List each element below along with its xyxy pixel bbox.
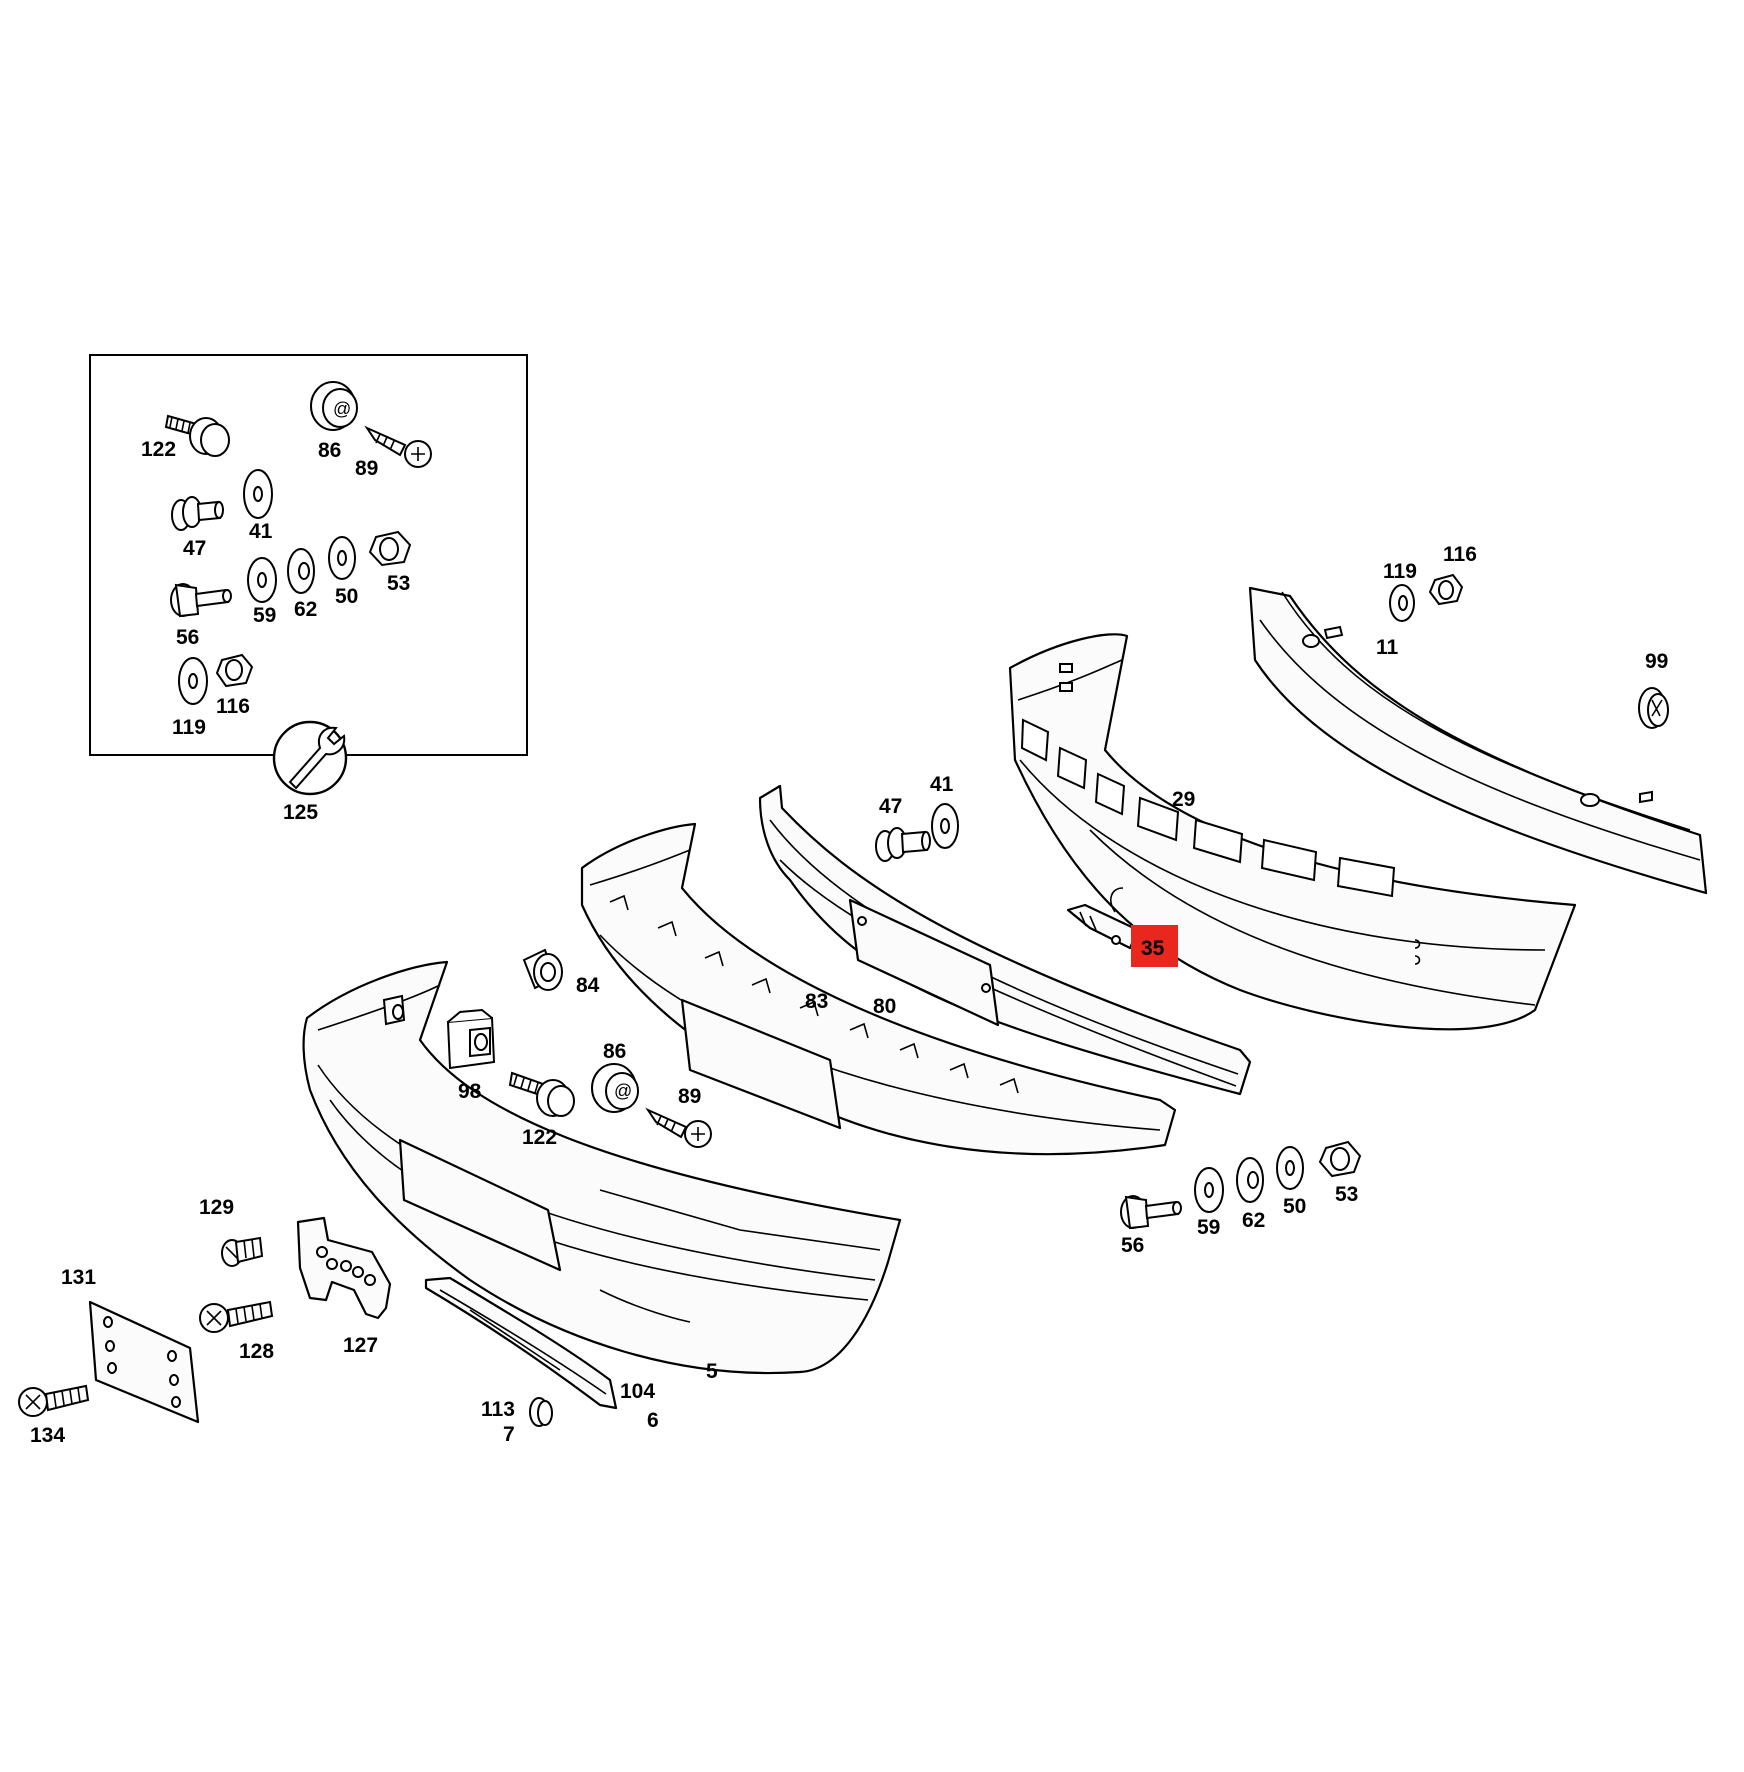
washer-50-inset-icon — [328, 536, 356, 580]
inset-label-56: 56 — [176, 626, 199, 649]
label-11: 11 — [1376, 636, 1399, 659]
label-35-highlighted[interactable]: 35 — [1141, 937, 1165, 960]
mounting-plate-127-icon — [296, 1216, 392, 1320]
bolt-122-icon — [508, 1071, 575, 1117]
label-47: 47 — [879, 795, 902, 818]
inset-label-47: 47 — [183, 537, 206, 560]
label-53: 53 — [1335, 1183, 1358, 1206]
label-89: 89 — [678, 1085, 701, 1108]
lock-washer-62-inset-icon — [287, 548, 315, 594]
trim-strip-104-icon — [424, 1276, 618, 1410]
label-98: 98 — [458, 1080, 482, 1103]
label-59: 59 — [1197, 1216, 1220, 1239]
clip-nut-86-inset-icon: @ — [310, 381, 358, 431]
svg-text:@: @ — [614, 1081, 632, 1101]
bolt-122-inset-icon — [164, 414, 230, 457]
label-62: 62 — [1242, 1209, 1265, 1232]
label-6: 6 — [647, 1409, 659, 1432]
label-7: 7 — [503, 1423, 515, 1446]
reinforcement-bar-80-icon — [758, 784, 1252, 1096]
label-116: 116 — [1443, 543, 1477, 566]
clip-113-icon — [529, 1397, 553, 1427]
inset-label-89: 89 — [355, 457, 378, 480]
plug-84-icon — [522, 948, 563, 991]
nut-53-icon — [1318, 1140, 1362, 1178]
plug-47-inset-icon — [171, 496, 224, 531]
label-104: 104 — [620, 1380, 655, 1403]
inset-label-53: 53 — [387, 572, 410, 595]
label-131: 131 — [61, 1266, 96, 1289]
inset-label-62: 62 — [294, 598, 317, 621]
clip-nut-86-icon: @ — [591, 1063, 639, 1113]
label-113: 113 — [481, 1398, 515, 1421]
bumper-bracket-11-icon — [1248, 586, 1708, 895]
nut-116-icon — [1428, 573, 1464, 606]
washer-59-icon — [1194, 1167, 1224, 1213]
inset-label-125: 125 — [283, 801, 318, 824]
label-41: 41 — [930, 773, 954, 796]
label-127: 127 — [343, 1334, 378, 1357]
washer-41-icon — [931, 803, 959, 849]
screw-129-icon — [221, 1236, 264, 1267]
inset-label-116: 116 — [216, 695, 250, 718]
lock-washer-62-icon — [1236, 1157, 1264, 1203]
washer-41-inset-icon — [243, 469, 273, 519]
label-80: 80 — [873, 995, 896, 1018]
bumper-5-icon — [302, 960, 902, 1375]
highlight-box-35 — [1131, 925, 1178, 967]
inset-label-119: 119 — [172, 716, 206, 739]
clip-98-icon — [446, 1008, 496, 1070]
label-56: 56 — [1121, 1234, 1144, 1257]
label-122: 122 — [522, 1126, 557, 1149]
label-84: 84 — [576, 974, 600, 997]
label-29: 29 — [1172, 788, 1195, 811]
bolt-56-icon — [1120, 1195, 1182, 1230]
license-plate-bracket-131-icon — [88, 1300, 200, 1424]
grommet-99-icon — [1638, 687, 1669, 729]
inset-label-59: 59 — [253, 604, 276, 627]
inset-label-122: 122 — [141, 438, 176, 461]
washer-119-icon — [1389, 584, 1415, 622]
inset-label-41: 41 — [249, 520, 273, 543]
label-99: 99 — [1645, 650, 1668, 673]
bolt-56-inset-icon — [170, 583, 232, 618]
impact-strip-83-icon — [580, 822, 1177, 1156]
label-83: 83 — [805, 990, 828, 1013]
inset-label-50: 50 — [335, 585, 358, 608]
label-50: 50 — [1283, 1195, 1306, 1218]
washer-50-icon — [1276, 1146, 1304, 1190]
washer-119-inset-icon — [178, 657, 208, 705]
label-5: 5 — [706, 1360, 718, 1383]
label-119: 119 — [1383, 560, 1417, 583]
washer-59-inset-icon — [247, 557, 277, 603]
screw-134-icon — [18, 1384, 90, 1417]
label-128: 128 — [239, 1340, 274, 1363]
svg-text:@: @ — [333, 399, 351, 419]
wrench-tool-125-icon — [272, 720, 348, 796]
label-129: 129 — [199, 1196, 234, 1219]
label-86: 86 — [603, 1040, 626, 1063]
nut-53-inset-icon — [368, 530, 412, 567]
screw-128-icon — [199, 1300, 274, 1333]
screw-89-inset-icon — [364, 425, 432, 468]
screw-89-icon — [645, 1107, 712, 1148]
nut-116-inset-icon — [215, 653, 254, 688]
plug-47-icon — [875, 827, 931, 862]
label-134: 134 — [30, 1424, 65, 1447]
inset-label-86: 86 — [318, 439, 341, 462]
